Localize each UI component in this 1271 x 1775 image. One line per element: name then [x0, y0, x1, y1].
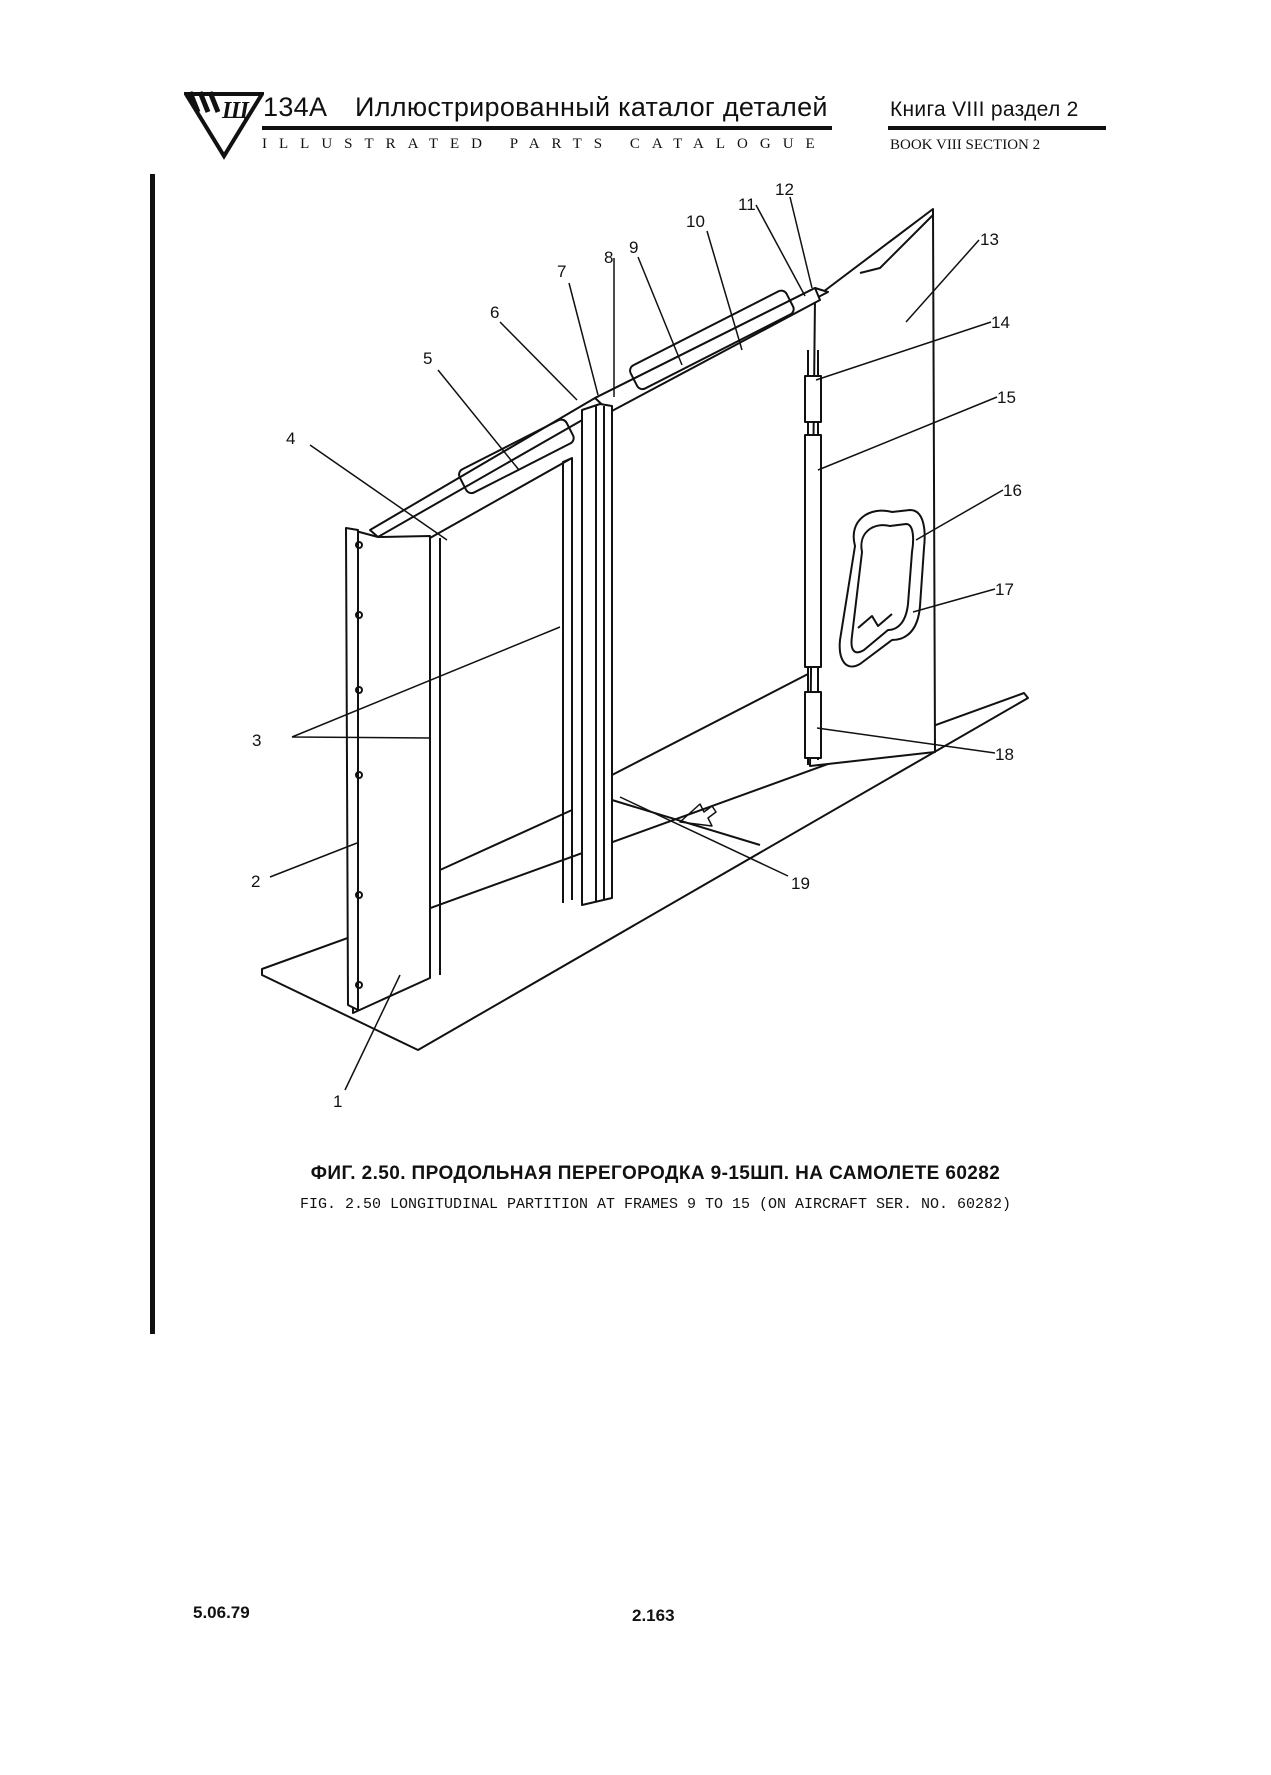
callout-10: 10 [686, 212, 705, 231]
callout-19: 19 [791, 874, 810, 893]
callout-16: 16 [1003, 481, 1022, 500]
callout-9: 9 [629, 238, 638, 257]
header-rule-right [888, 126, 1106, 130]
figure-caption-ru: ФИГ. 2.50. ПРОДОЛЬНАЯ ПЕРЕГОРОДКА 9-15ШП… [310, 1163, 1001, 1184]
callout-8: 8 [604, 248, 613, 267]
callout-17: 17 [995, 580, 1014, 599]
revision-date: 5.06.79 [193, 1603, 250, 1622]
partition-drawing: 1 2 3 4 5 6 7 8 9 10 11 12 13 14 15 16 1… [251, 180, 1029, 1111]
tupolev-logo: Щ [184, 91, 264, 160]
figure-caption-en: FIG. 2.50 LONGITUDINAL PARTITION AT FRAM… [299, 1196, 1012, 1213]
callout-7: 7 [557, 262, 566, 281]
callout-13: 13 [980, 230, 999, 249]
book-section-ru: Книга VIII раздел 2 [890, 98, 1079, 121]
book-section-en: BOOK VIII SECTION 2 [890, 137, 1041, 153]
svg-text:Щ: Щ [221, 98, 250, 124]
callout-1: 1 [333, 1092, 342, 1111]
model-number: 134A [263, 92, 328, 122]
catalog-title-en: ILLUSTRATED PARTS CATALOGUE [262, 136, 827, 152]
catalog-title-ru: Иллюстрированный каталог деталей [355, 92, 828, 122]
callout-6: 6 [490, 303, 499, 322]
margin-bar [150, 174, 155, 1334]
callout-12: 12 [775, 180, 794, 199]
page-number: 2.163 [632, 1606, 675, 1625]
callout-15: 15 [997, 388, 1016, 407]
callout-4: 4 [286, 429, 295, 448]
callout-11: 11 [738, 195, 756, 214]
header-rule-left [262, 126, 832, 130]
callout-14: 14 [991, 313, 1010, 332]
callout-3: 3 [252, 731, 261, 750]
callout-5: 5 [423, 349, 432, 368]
callout-18: 18 [995, 745, 1014, 764]
callout-2: 2 [251, 872, 260, 891]
